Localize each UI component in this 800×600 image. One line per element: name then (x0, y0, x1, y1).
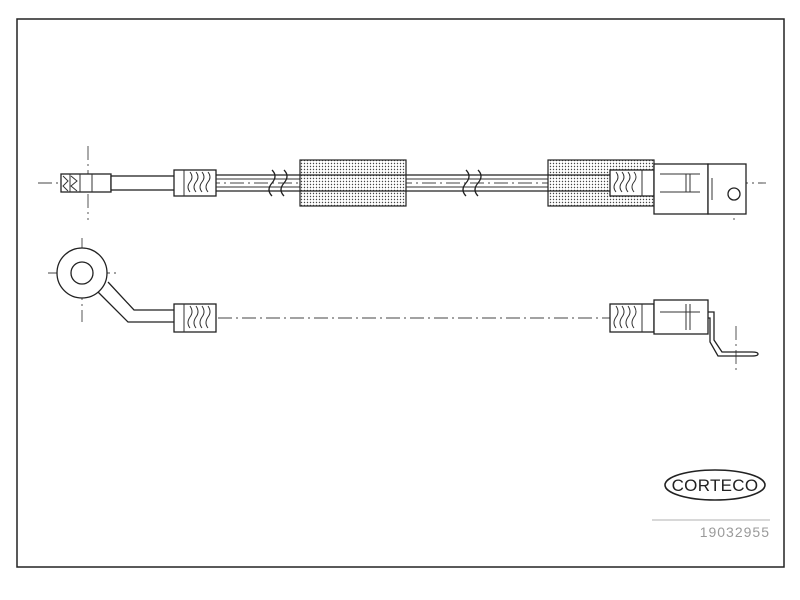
left-crimp-collar (173, 169, 217, 197)
protective-sleeve-left (299, 159, 407, 207)
side-left-crimp-collar (173, 303, 217, 333)
right-crimp-collar (609, 169, 655, 197)
mounting-hole (727, 187, 741, 201)
left-fitting (60, 173, 177, 193)
part-number: 19032955 (700, 524, 770, 540)
side-right-crimp-collar (609, 303, 655, 333)
top-view (38, 146, 766, 220)
corteco-logo: CORTECO (664, 469, 766, 501)
banjo-eye-fitting (56, 247, 176, 323)
drawing-frame (16, 18, 785, 568)
side-view (48, 238, 759, 370)
logo-text: CORTECO (672, 476, 759, 495)
right-end-fitting (653, 163, 747, 215)
hose-body (216, 169, 612, 197)
side-right-end-fitting (653, 299, 759, 357)
